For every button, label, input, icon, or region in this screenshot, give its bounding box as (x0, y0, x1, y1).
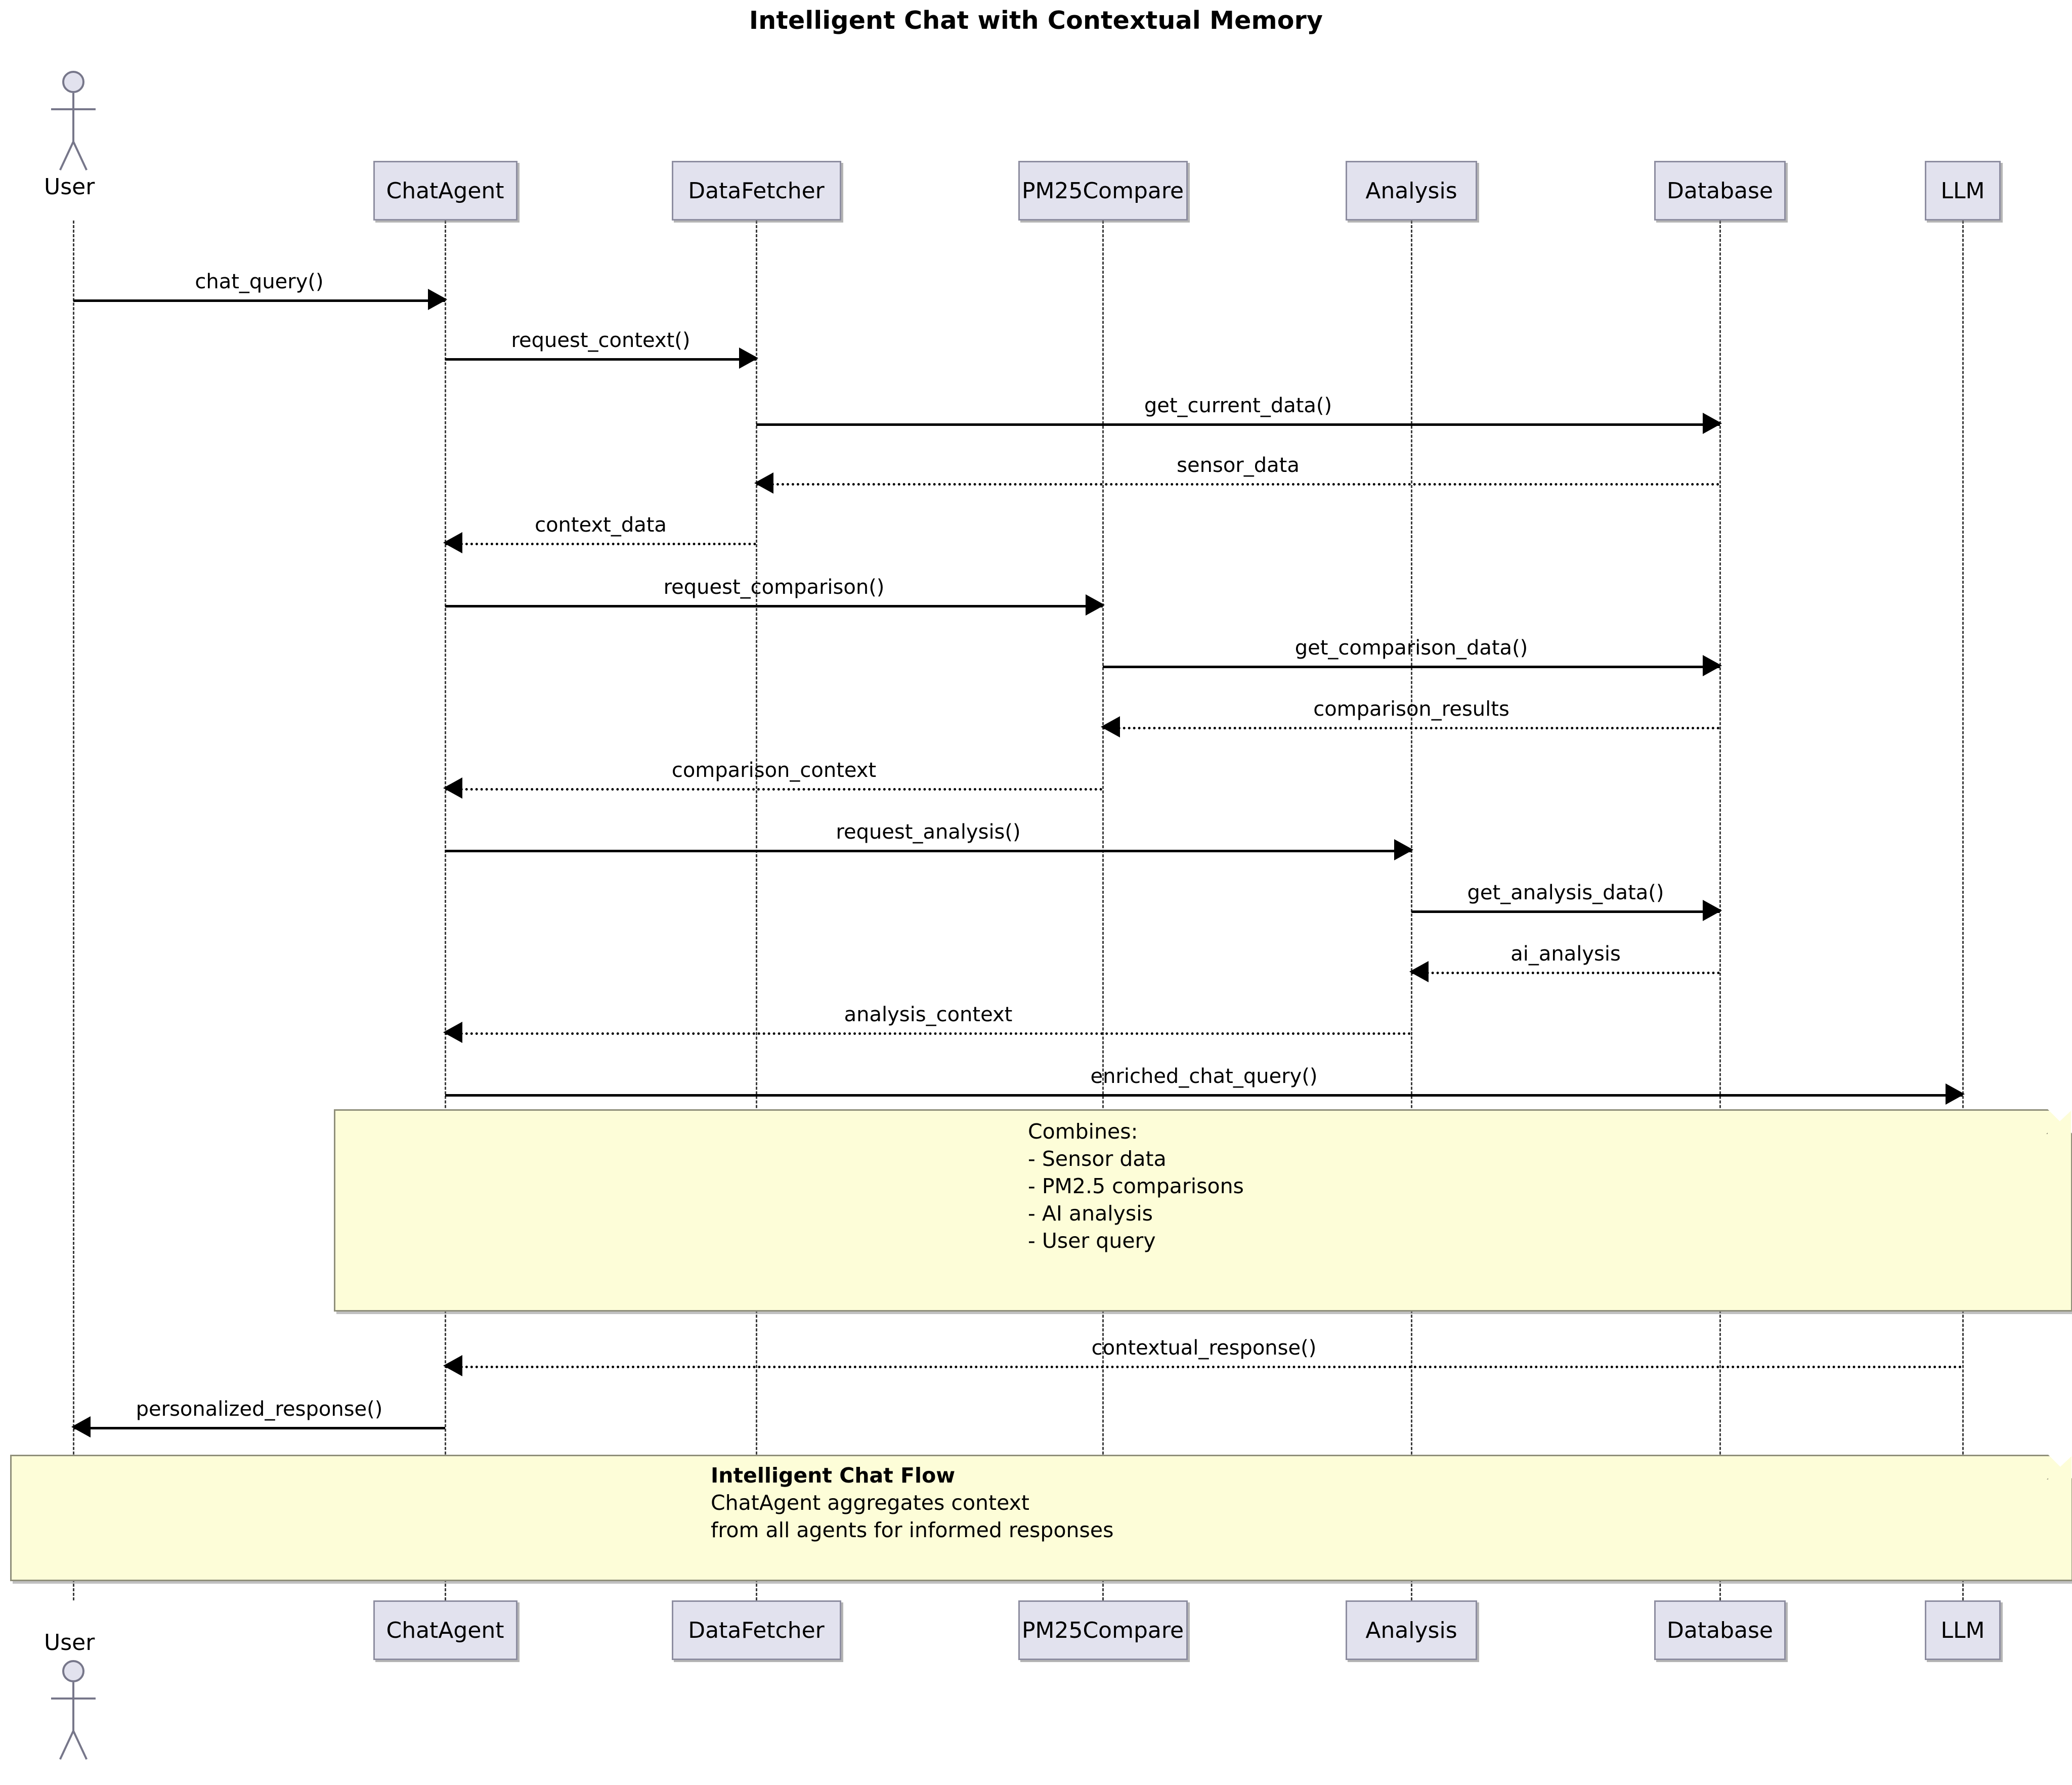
participant-llm-header[interactable]: LLM (1925, 161, 2001, 221)
participant-datafetcher-header[interactable]: DataFetcher (671, 161, 841, 221)
actor-leg-right-icon (72, 1730, 88, 1760)
arrowhead-right-icon (1703, 900, 1722, 921)
lifeline-llm (1962, 221, 1964, 1600)
arrowhead-left-icon (443, 1022, 462, 1043)
message-line (1411, 910, 1720, 913)
message-label-3: sensor_data (1177, 454, 1300, 477)
actor-head-icon (62, 1660, 84, 1682)
participant-pm25compare-footer[interactable]: PM25Compare (1018, 1600, 1188, 1660)
note-line: - User query (1028, 1229, 1156, 1253)
message-label-8: comparison_context (671, 759, 877, 782)
message-line (445, 358, 756, 361)
participant-llm-footer[interactable]: LLM (1925, 1600, 2001, 1660)
message-line (756, 483, 1720, 486)
participant-analysis-footer[interactable]: Analysis (1346, 1600, 1477, 1660)
note-line: from all agents for informed responses (711, 1518, 1114, 1542)
arrowhead-right-icon (1703, 655, 1722, 676)
page-title: Intelligent Chat with Contextual Memory (749, 6, 1323, 35)
message-label-6: get_comparison_data() (1294, 636, 1528, 660)
arrowhead-right-icon (1946, 1083, 1965, 1105)
arrowhead-left-icon (443, 532, 462, 553)
arrowhead-left-icon (71, 1416, 91, 1438)
note-line: Combines: (1028, 1119, 1138, 1144)
message-line (1411, 972, 1720, 974)
message-label-10: get_analysis_data() (1467, 881, 1664, 904)
arrowhead-right-icon (1394, 839, 1413, 860)
message-line (445, 1094, 1963, 1097)
arrowhead-left-icon (443, 1355, 462, 1376)
message-label-7: comparison_results (1313, 698, 1509, 721)
actor-user (43, 71, 104, 172)
note-line: - Sensor data (1028, 1147, 1167, 1171)
message-label-15: personalized_response() (136, 1398, 383, 1421)
participant-chatagent-header[interactable]: ChatAgent (373, 161, 517, 221)
actor-arms-icon (51, 1697, 96, 1700)
arrowhead-right-icon (1703, 413, 1722, 434)
participant-chatagent-footer[interactable]: ChatAgent (373, 1600, 517, 1660)
message-line (445, 543, 756, 545)
note-combines-note (334, 1109, 2072, 1312)
arrowhead-right-icon (428, 289, 447, 310)
message-label-13: enriched_chat_query() (1090, 1065, 1318, 1088)
message-label-11: ai_analysis (1510, 942, 1621, 966)
arrowhead-left-icon (1409, 961, 1429, 982)
note-line: - AI analysis (1028, 1201, 1153, 1226)
note-line: Intelligent Chat Flow (711, 1463, 956, 1488)
actor-user (43, 1660, 104, 1761)
note-flow-note (10, 1455, 2072, 1581)
message-label-1: request_context() (511, 329, 690, 352)
actor-torso-icon (72, 1682, 74, 1731)
message-line (445, 788, 1103, 791)
actor-torso-icon (72, 93, 74, 142)
actor-leg-left-icon (59, 1730, 74, 1760)
arrowhead-left-icon (443, 777, 462, 799)
participant-database-header[interactable]: Database (1654, 161, 1786, 221)
message-line (756, 423, 1720, 426)
message-line (1103, 666, 1720, 668)
message-line (445, 1366, 1963, 1368)
lifeline-datafetcher (756, 221, 757, 1600)
lifeline-pm25compare (1102, 221, 1104, 1600)
arrowhead-right-icon (739, 347, 758, 369)
message-label-12: analysis_context (844, 1003, 1013, 1026)
lifeline-chatagent (445, 221, 446, 1600)
message-line (445, 1032, 1411, 1035)
note-text-combines-note: Combines: - Sensor data - PM2.5 comparison… (1028, 1118, 1244, 1254)
actor-head-icon (62, 71, 84, 93)
participant-pm25compare-header[interactable]: PM25Compare (1018, 161, 1188, 221)
message-label-5: request_comparison() (663, 576, 885, 599)
arrowhead-right-icon (1086, 594, 1105, 616)
participant-datafetcher-footer[interactable]: DataFetcher (671, 1600, 841, 1660)
note-line: ChatAgent aggregates context (711, 1491, 1029, 1515)
actor-leg-left-icon (59, 141, 74, 171)
participant-analysis-header[interactable]: Analysis (1346, 161, 1477, 221)
participant-database-footer[interactable]: Database (1654, 1600, 1786, 1660)
message-line (445, 605, 1103, 607)
actor-label-user: User (44, 174, 95, 200)
message-line (73, 299, 445, 302)
note-line: - PM2.5 comparisons (1028, 1174, 1244, 1198)
actor-label-user: User (44, 1630, 95, 1656)
message-label-4: context_data (535, 513, 667, 537)
message-label-14: contextual_response() (1091, 1336, 1317, 1360)
arrowhead-left-icon (1101, 716, 1120, 737)
message-label-2: get_current_data() (1144, 394, 1332, 417)
message-line (445, 850, 1411, 852)
arrowhead-left-icon (754, 472, 773, 494)
message-label-0: chat_query() (195, 270, 324, 293)
message-line (1103, 727, 1720, 729)
message-line (73, 1427, 445, 1429)
lifeline-user (73, 221, 74, 1600)
actor-leg-right-icon (72, 141, 88, 171)
actor-arms-icon (51, 108, 96, 110)
message-label-9: request_analysis() (836, 820, 1021, 844)
